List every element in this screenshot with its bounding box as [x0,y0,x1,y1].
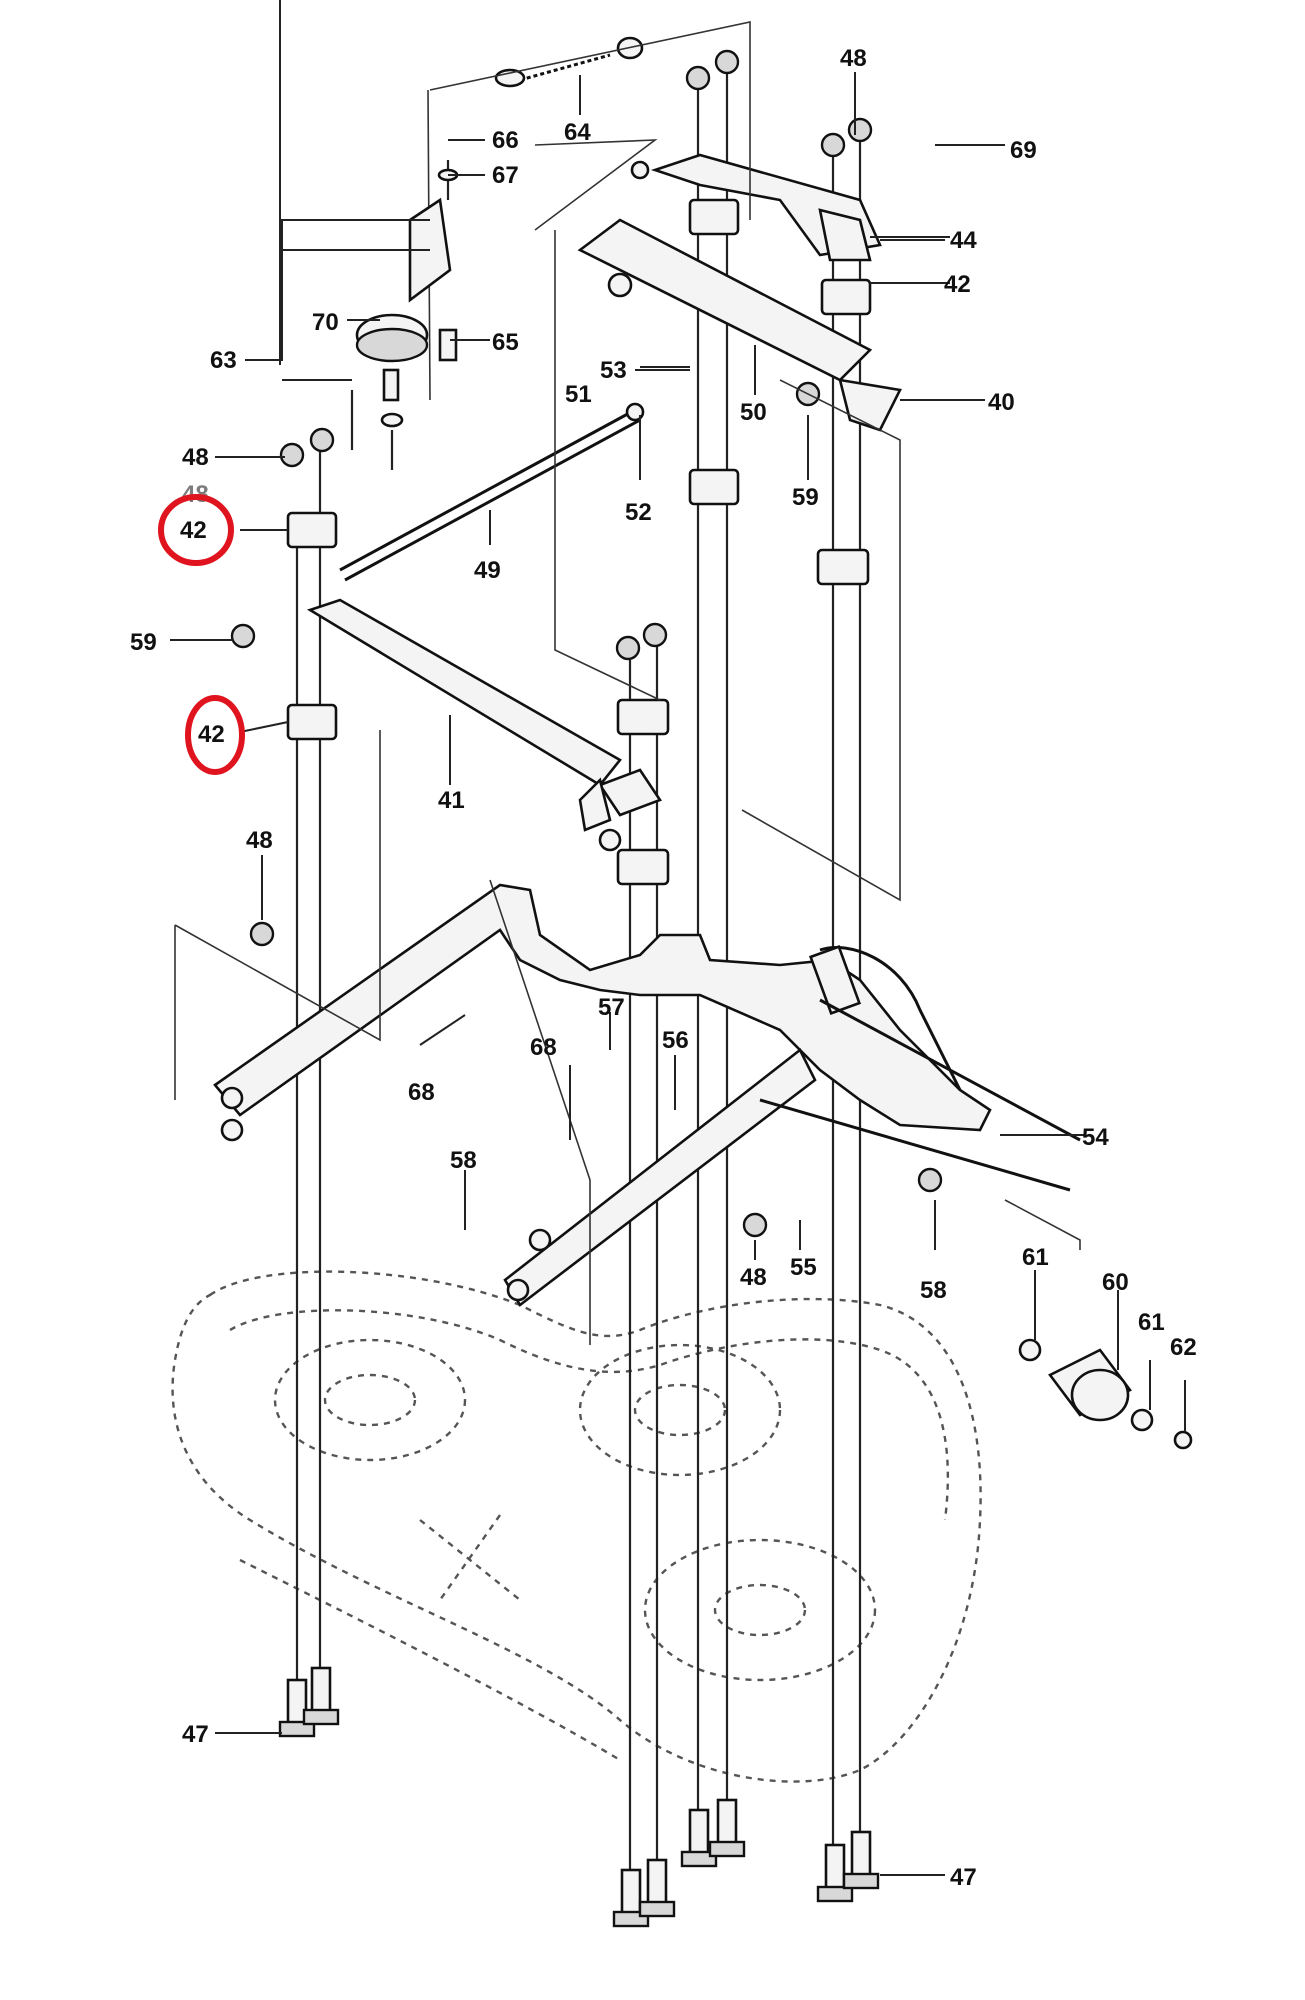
callout-66: 66 [492,127,519,154]
callout-57: 57 [598,994,625,1021]
bolt-47-group [278,1666,880,1928]
callout-52: 52 [625,499,652,526]
callout-54: 54 [1082,1124,1109,1151]
shaft-41 [306,598,662,852]
callout-60: 60 [1102,1269,1129,1296]
lower-lift-arms [213,883,1081,1307]
callout-48-a: 48 [840,45,867,72]
callout-40: 40 [988,389,1015,416]
block-42-group [286,198,872,886]
callout-68-b: 68 [530,1034,557,1061]
callout-58-b: 58 [920,1277,947,1304]
callout-48-c: 48 [246,827,273,854]
nuts-group [230,49,943,1238]
callout-61-a: 61 [1022,1244,1049,1271]
callout-63: 63 [210,347,237,374]
callout-55: 55 [790,1254,817,1281]
callout-53: 53 [600,357,627,384]
callout-48-d: 48 [740,1264,767,1291]
callout-67: 67 [492,162,519,189]
callout-41: 41 [438,787,465,814]
roller-60 [1018,1338,1193,1450]
mower-deck [171,1270,982,1783]
callout-51: 51 [565,381,592,408]
callout-65: 65 [492,329,519,356]
callout-49: 49 [474,557,501,584]
callout-59-a: 59 [792,484,819,511]
leader-lines [170,0,1186,1876]
callout-42-b: 42 [198,721,225,748]
bracket-44 [650,153,882,262]
callout-44: 44 [950,227,977,254]
callout-62: 62 [1170,1334,1197,1361]
callout-59-b: 59 [130,629,157,656]
callout-47-b: 47 [950,1864,977,1891]
callout-48-b: 48 [182,444,209,471]
callout-61-b: 61 [1138,1309,1165,1336]
callout-labels: 40 41 42 42 42 44 47 47 48 48 48 48 48 4… [130,45,1197,1891]
highlight-annotations [158,494,245,775]
callout-47-a: 47 [182,1721,209,1748]
callout-68-a: 68 [408,1079,435,1106]
callout-64: 64 [564,119,591,146]
pulley-assembly [350,160,459,470]
callout-58-a: 58 [450,1147,477,1174]
callout-50: 50 [740,399,767,426]
callout-69: 69 [1010,137,1037,164]
callout-56: 56 [662,1027,689,1054]
highlight-circle-42-lower [185,695,245,775]
rod-49 [339,402,645,582]
callout-42-c: 42 [944,271,971,298]
highlight-circle-42-upper [158,494,234,566]
callout-70: 70 [312,309,339,336]
assembly-outlines [174,139,1081,1345]
callout-42-a: 42 [180,517,207,544]
